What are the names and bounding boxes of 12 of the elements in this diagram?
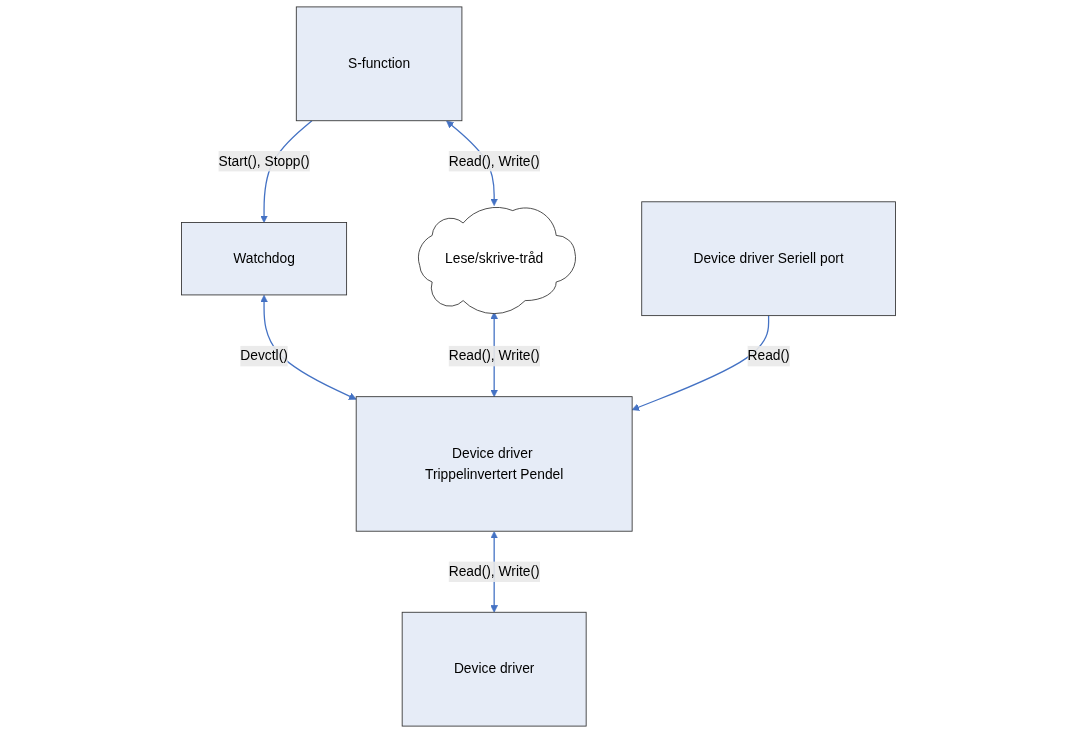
node-box: Device driver Trippelinvertert Pendel [355, 396, 633, 532]
edge-label: Start(), Stopp() [218, 153, 310, 169]
edge-label: Devctl() [240, 348, 288, 364]
edge-label: Read(), Write() [448, 563, 540, 579]
node-box: S-function [295, 6, 463, 122]
edge-label: Read(), Write() [448, 348, 540, 364]
arrow [631, 314, 770, 411]
node-box: Device driver [401, 611, 587, 727]
node-box: Watchdog [181, 222, 348, 296]
edge-label: Read(), Write() [448, 153, 540, 169]
node-box: Device driver Seriell port [641, 201, 896, 317]
edge-label: Read() [747, 348, 790, 364]
